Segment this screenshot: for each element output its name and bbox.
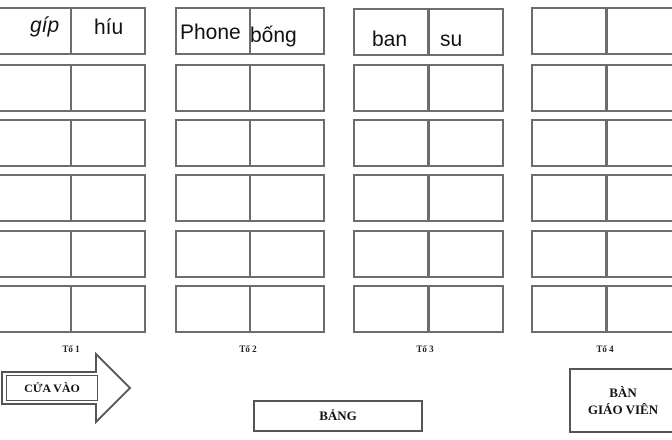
student-name: su — [440, 28, 463, 51]
seat — [249, 174, 325, 222]
seat — [428, 174, 504, 222]
seat — [353, 285, 429, 333]
teacher-desk: BÀN GIÁO VIÊN — [569, 368, 672, 433]
seat — [249, 119, 325, 167]
team-label: Tổ 2 — [239, 344, 257, 354]
seat — [175, 64, 251, 112]
seat — [531, 64, 607, 112]
seat — [70, 285, 146, 333]
seat — [70, 119, 146, 167]
seat — [175, 285, 251, 333]
seat — [249, 7, 325, 55]
student-name: bống — [250, 24, 297, 47]
team-label: Tổ 4 — [596, 344, 614, 354]
seat — [175, 230, 251, 278]
seat — [353, 119, 429, 167]
seat — [428, 64, 504, 112]
teacher-desk-label-line2: GIÁO VIÊN — [587, 401, 659, 417]
seat — [0, 285, 72, 333]
seat — [70, 7, 146, 55]
seat — [0, 230, 72, 278]
seat — [428, 230, 504, 278]
seat — [0, 119, 72, 167]
seat — [353, 174, 429, 222]
seat — [531, 174, 607, 222]
seat — [175, 119, 251, 167]
seat — [531, 285, 607, 333]
seat — [606, 285, 672, 333]
seat — [531, 119, 607, 167]
seat — [353, 230, 429, 278]
seat — [0, 64, 72, 112]
entrance-label: CỬA VÀO — [24, 380, 80, 395]
seat — [353, 64, 429, 112]
seat — [175, 7, 251, 55]
team-label: Tổ 1 — [62, 344, 80, 354]
seat — [428, 119, 504, 167]
seat — [606, 7, 672, 55]
student-name: híu — [94, 16, 124, 39]
seat — [606, 174, 672, 222]
seat — [606, 119, 672, 167]
seat — [249, 285, 325, 333]
seat — [606, 230, 672, 278]
seat — [70, 230, 146, 278]
seat — [531, 7, 607, 55]
seat — [249, 230, 325, 278]
student-name: ban — [372, 28, 408, 51]
teacher-desk-label-line1: BÀN — [609, 384, 637, 400]
seat — [353, 8, 429, 56]
seat — [531, 230, 607, 278]
seat — [428, 285, 504, 333]
board-label: BẢNG — [319, 408, 357, 423]
seat — [606, 64, 672, 112]
entrance-label-box: CỬA VÀO — [6, 375, 98, 401]
blackboard: BẢNG — [253, 400, 423, 432]
student-name: Phone — [180, 21, 241, 44]
seat — [249, 64, 325, 112]
seat — [175, 174, 251, 222]
seat — [0, 174, 72, 222]
team-label: Tổ 3 — [416, 344, 434, 354]
seat — [428, 8, 504, 56]
student-name: gíp — [30, 14, 60, 37]
seat — [70, 174, 146, 222]
seat — [0, 7, 72, 55]
seat — [70, 64, 146, 112]
